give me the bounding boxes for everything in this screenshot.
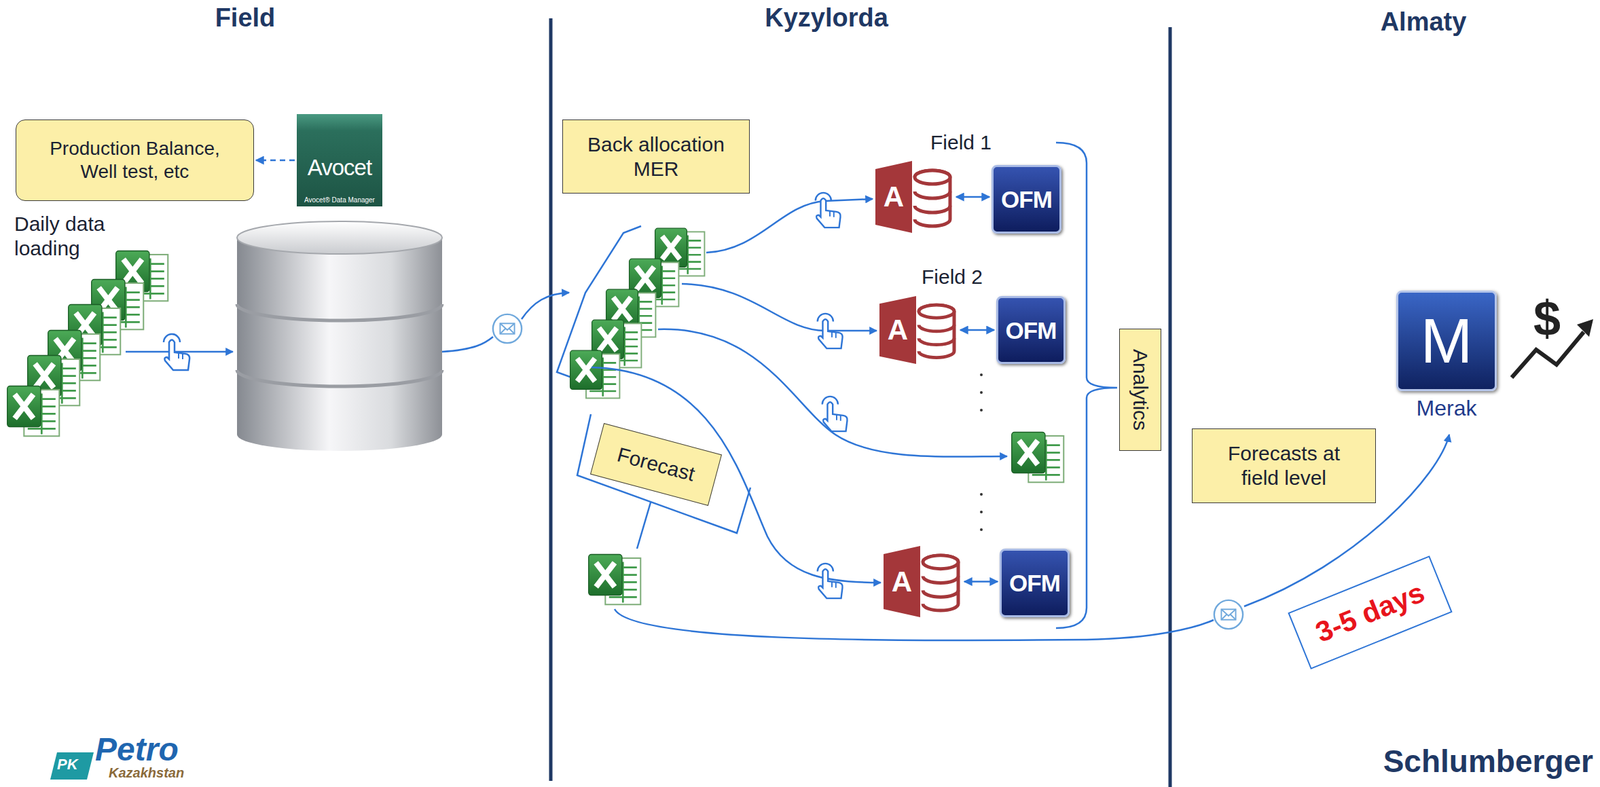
ofm-icon: OFM [999,548,1070,618]
analytics-box: Analytics [1119,328,1162,451]
connector [964,580,998,583]
divider [1168,27,1173,787]
data-flow [591,198,1008,583]
hand-icon [163,334,190,371]
access-letter: A [880,315,915,345]
access-letter: A [876,182,911,212]
label-text: PK [57,757,79,773]
label-text: Field [215,2,276,34]
merak-icon: M Merak [1396,290,1497,424]
box-text: Back allocation MER [577,132,735,182]
hand-icon [822,396,848,432]
label-text: Kyzylorda [764,2,889,34]
label-text: Kazakhstan [108,766,185,780]
hand-icon [815,192,841,228]
trend-arrow [1576,319,1594,337]
merak-square: M [1396,290,1497,392]
box-text: Production Balance, Well test, etc [33,137,238,183]
label-text: Schlumberger [1383,742,1594,781]
callout-bracket [577,414,751,549]
label-text: Field 1 [930,130,992,155]
label-text: Daily data loading [14,211,127,261]
logo-subtext: Avocet® Data Manager [304,196,375,204]
database-symbol [237,221,443,451]
duration-text: 3-5 days [1312,577,1429,648]
mail-icon [493,314,522,343]
mail-line [442,336,494,352]
access-icon: A [883,546,963,618]
process-box: Back allocation MER [562,119,750,194]
access-icon: A [879,296,959,365]
access-icon: A [875,160,955,233]
label-text: Petro [95,733,179,767]
connector [956,196,990,199]
process-box: Production Balance, Well test, etc [15,119,254,202]
mail-icon [1214,600,1243,629]
excel-icon [588,554,642,605]
ofm-icon: OFM [991,165,1062,234]
box-text: Forecast [614,442,698,487]
vertical-text: Analytics [1130,349,1151,431]
hand-icon [817,313,843,349]
merak-letter: M [1420,309,1474,373]
logo-shape [50,752,94,780]
ofm-text: OFM [1009,571,1061,595]
divider [549,18,553,781]
label-text: $ [1533,289,1561,348]
excel-stack [570,228,705,398]
ofm-icon: OFM [996,296,1066,365]
process-box: Forecast [590,423,722,506]
access-letter: A [884,567,919,597]
avocet-logo: AvocetAvocet® Data Manager [296,114,383,207]
connector [256,159,295,162]
excel-icon [1011,431,1065,483]
mail-line [521,292,570,320]
ofm-text: OFM [1005,318,1057,343]
label-text: Field 2 [921,264,983,290]
box-text: Forecasts at field level [1216,441,1353,491]
excel-stack [7,250,169,436]
ellipsis-dots [979,373,983,532]
label-text: Almaty [1380,6,1467,39]
ofm-text: OFM [1001,187,1052,212]
hand-icon [817,563,843,599]
logo-text: Avocet [307,156,372,179]
connector [960,329,995,332]
process-box: Forecasts at field level [1191,428,1376,504]
merak-name: Merak [1416,395,1478,422]
